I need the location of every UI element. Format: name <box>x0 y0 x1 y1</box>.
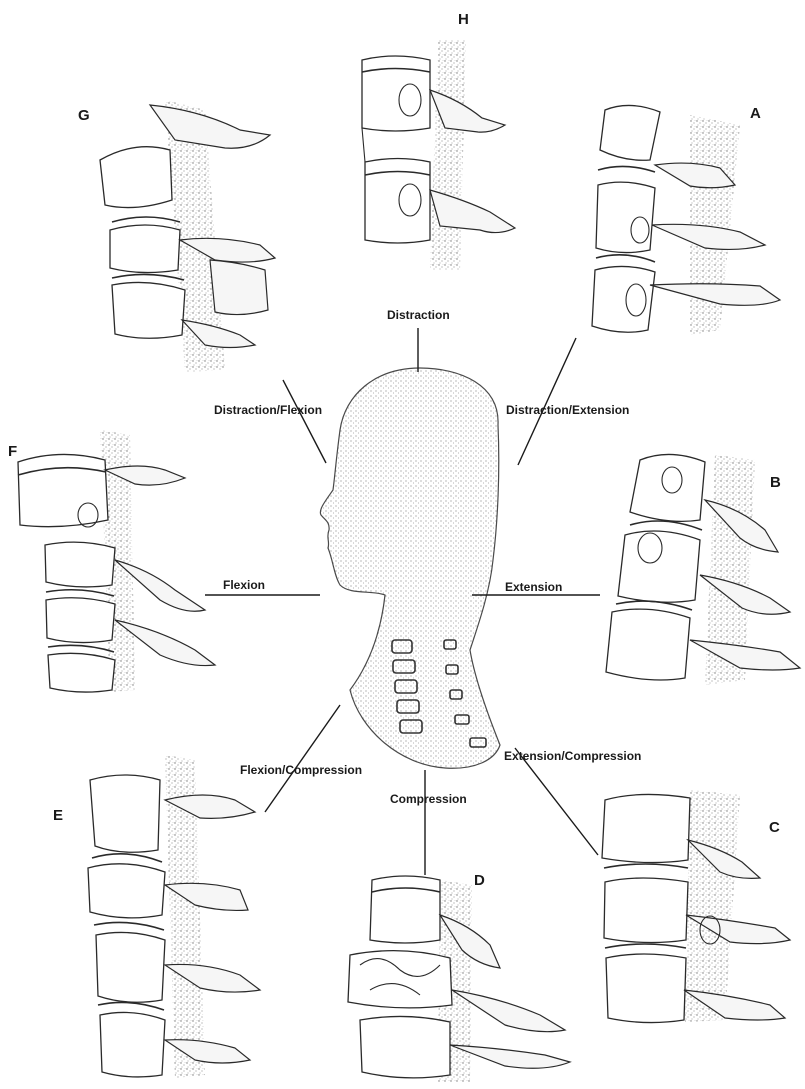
spine-illustration-e <box>88 755 260 1078</box>
label-distraction-flexion: Distraction/Flexion <box>214 403 322 417</box>
label-flexion: Flexion <box>223 578 265 592</box>
label-distraction: Distraction <box>387 308 450 322</box>
letter-c: C <box>769 819 780 836</box>
label-extension: Extension <box>505 580 562 594</box>
letter-f: F <box>8 443 17 460</box>
label-distraction-extension: Distraction/Extension <box>506 403 629 417</box>
label-compression: Compression <box>390 792 467 806</box>
spine-illustration-a <box>592 105 780 335</box>
head-silhouette-icon <box>320 368 500 768</box>
spine-illustration-c <box>602 790 790 1023</box>
spine-illustration-d <box>348 876 570 1082</box>
spine-illustration-g <box>100 100 275 372</box>
letter-e: E <box>53 807 63 824</box>
spine-illustration-f <box>18 430 215 692</box>
letter-d: D <box>474 872 485 889</box>
letter-h: H <box>458 11 469 28</box>
letter-b: B <box>770 474 781 491</box>
spine-illustration-h <box>362 40 515 270</box>
letter-a: A <box>750 105 761 122</box>
label-extension-compression: Extension/Compression <box>504 749 641 763</box>
letter-g: G <box>78 107 90 124</box>
label-flexion-compression: Flexion/Compression <box>240 763 362 777</box>
